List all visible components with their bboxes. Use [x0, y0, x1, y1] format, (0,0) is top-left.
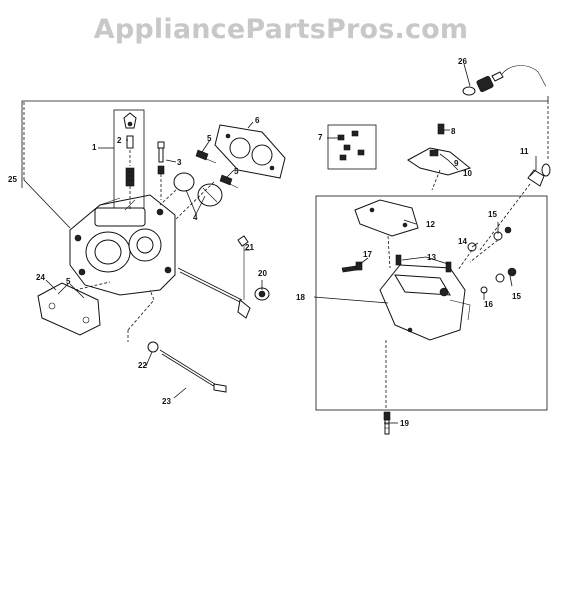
- part-24-plate: [37, 282, 101, 336]
- callout-5-c: 5: [66, 277, 71, 286]
- callout-12: 12: [426, 220, 435, 229]
- part-21-throttle-shaft: [177, 235, 251, 319]
- callout-17: 17: [363, 250, 372, 259]
- callout-8: 8: [451, 127, 456, 136]
- callout-1: 1: [92, 143, 97, 152]
- part-13-to-17-fasteners: [341, 226, 517, 294]
- callout-11: 11: [520, 147, 529, 156]
- callout-2: 2: [117, 136, 122, 145]
- callout-15-b: 15: [512, 292, 521, 301]
- part-25-carburetor-body: [69, 194, 176, 296]
- part-7-parts-kit: [327, 124, 377, 170]
- watermark-text: AppliancePartsPros.com: [93, 14, 469, 45]
- part-12-bowl-gasket: [354, 199, 419, 237]
- callout-3: 3: [177, 158, 182, 167]
- part-8-screw: [437, 123, 445, 135]
- callout-5-b: 5: [234, 167, 239, 176]
- callout-21: 21: [245, 243, 254, 252]
- callout-19: 19: [400, 419, 409, 428]
- callout-7: 7: [318, 133, 323, 142]
- part-4-gaskets: [173, 172, 223, 207]
- part-6-gasket-plate: [214, 124, 286, 179]
- callout-10: 10: [463, 169, 472, 178]
- callout-18: 18: [296, 293, 305, 302]
- dashed-guide-lines: [23, 101, 549, 410]
- part-23-choke-shaft: [147, 341, 227, 393]
- callout-23: 23: [162, 397, 171, 406]
- callout-26: 26: [458, 57, 467, 66]
- callout-4: 4: [193, 213, 198, 222]
- callout-16: 16: [484, 300, 493, 309]
- callout-20: 20: [258, 269, 267, 278]
- callout-13: 13: [427, 253, 436, 262]
- part-1-jet-assembly: [113, 109, 145, 209]
- part-10-bracket: [407, 147, 472, 176]
- part-3-screw: [157, 141, 165, 175]
- part-26-sensor: [462, 65, 547, 96]
- callout-labels: 1 2 3 4 5 5 5 6 7 8 9 10 11 12 13 14 15 …: [8, 57, 529, 428]
- callout-9: 9: [454, 159, 459, 168]
- callout-14: 14: [458, 237, 467, 246]
- leader-lines: [23, 63, 537, 424]
- part-19-bolt: [383, 411, 391, 435]
- part-11-clip: [527, 163, 551, 187]
- callout-15-a: 15: [488, 210, 497, 219]
- callout-24: 24: [36, 273, 45, 282]
- callout-22: 22: [138, 361, 147, 370]
- callout-6: 6: [255, 116, 260, 125]
- part-18-float-bowl: [379, 264, 471, 341]
- frame-lines: [21, 96, 549, 411]
- callout-25: 25: [8, 175, 17, 184]
- callout-5-a: 5: [207, 134, 212, 143]
